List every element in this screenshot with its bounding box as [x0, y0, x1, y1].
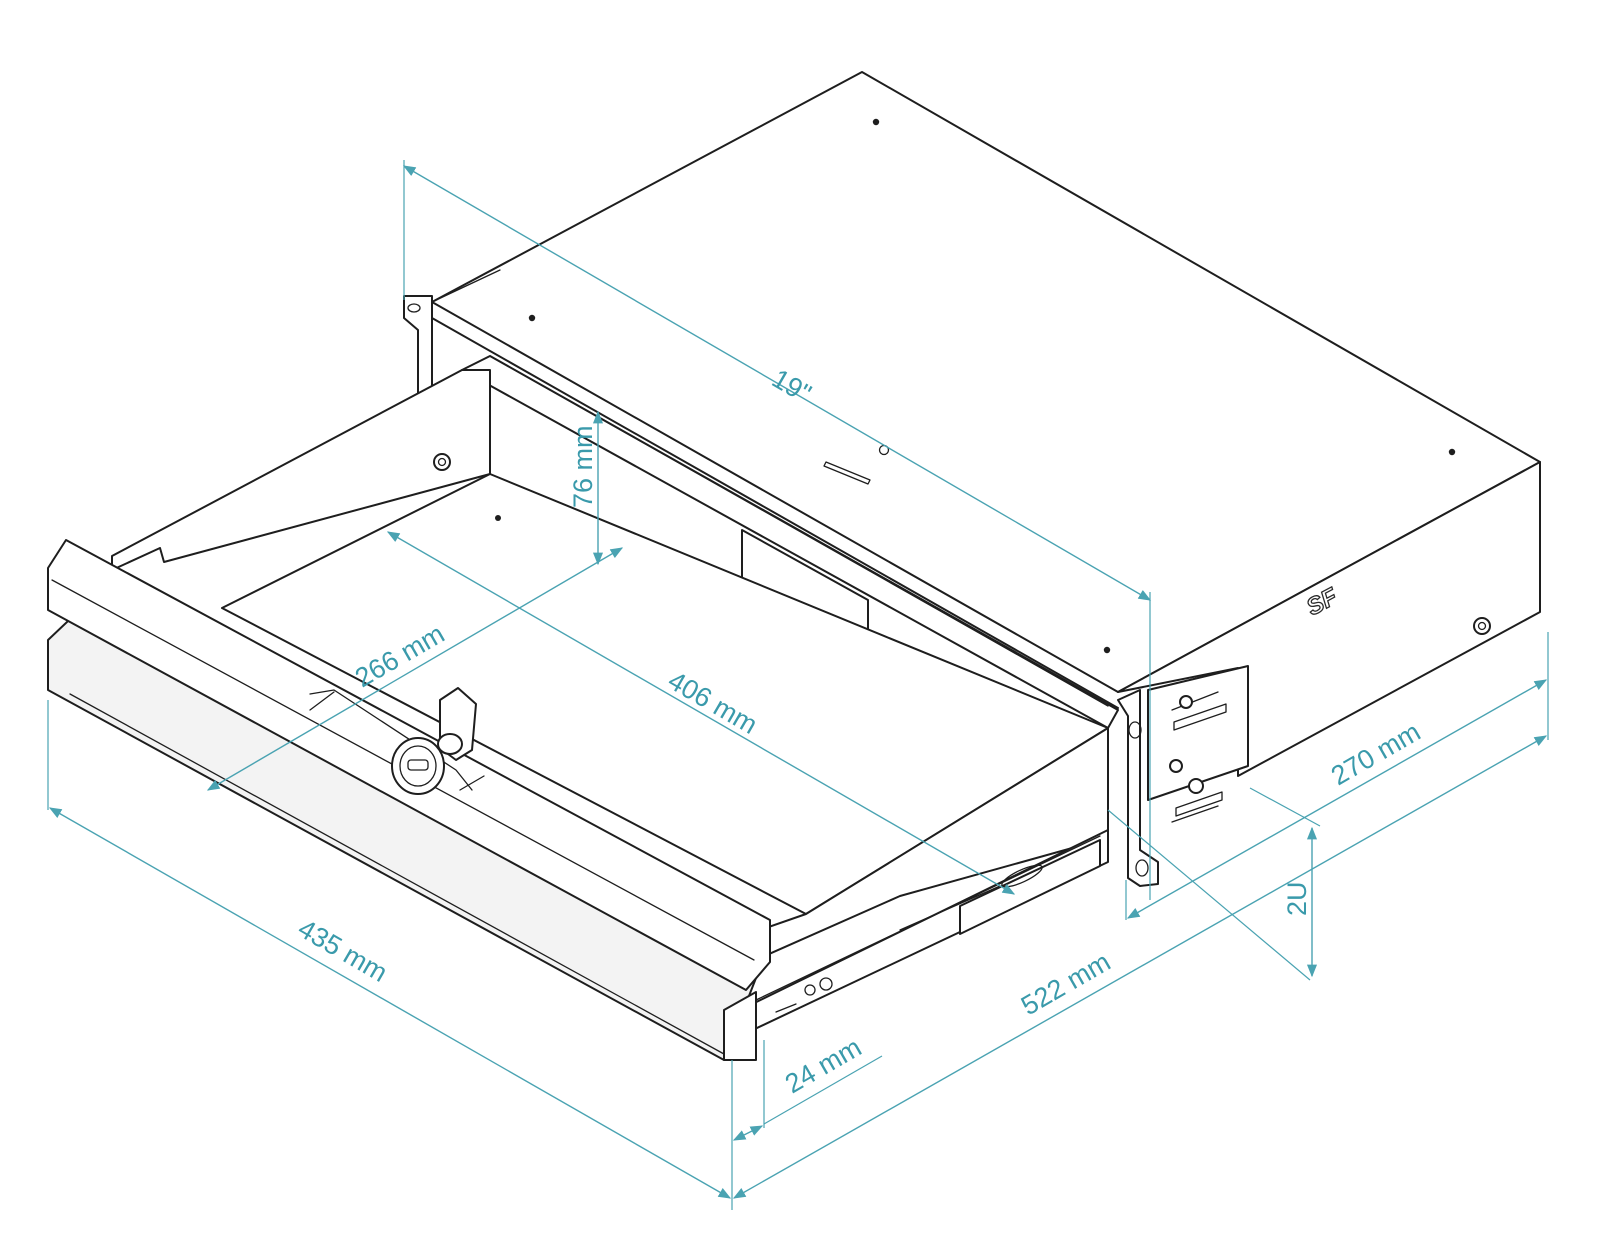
dimension-lines [47, 160, 1549, 1210]
side-nut-icon [1473, 617, 1491, 635]
label-270mm: 270 mm [1326, 716, 1425, 791]
bracket-screw-icon [1169, 759, 1183, 773]
dim-270mm [1126, 679, 1548, 919]
dim-435mm [48, 807, 732, 1199]
screw-hole [528, 314, 536, 322]
side-nut-core [1477, 621, 1487, 631]
label-2u: 2U [1282, 881, 1312, 916]
label-435mm: 435 mm [293, 913, 392, 988]
screw-hole [872, 118, 880, 126]
label-76mm: 76 mm [568, 425, 598, 508]
floor-hole [495, 515, 501, 521]
label-24mm: 24 mm [780, 1032, 866, 1099]
screw-hole [1103, 646, 1111, 654]
dim-19-inch [402, 165, 1152, 601]
bracket-screw-icon [1179, 695, 1193, 709]
screw-hole [1448, 448, 1456, 456]
bracket-nut-icon [1188, 778, 1204, 794]
wall-nut-icon [433, 453, 451, 471]
dim-24mm [732, 1125, 764, 1141]
rack-ear-right [1117, 665, 1249, 887]
dim-24mm-ref [763, 1055, 883, 1125]
